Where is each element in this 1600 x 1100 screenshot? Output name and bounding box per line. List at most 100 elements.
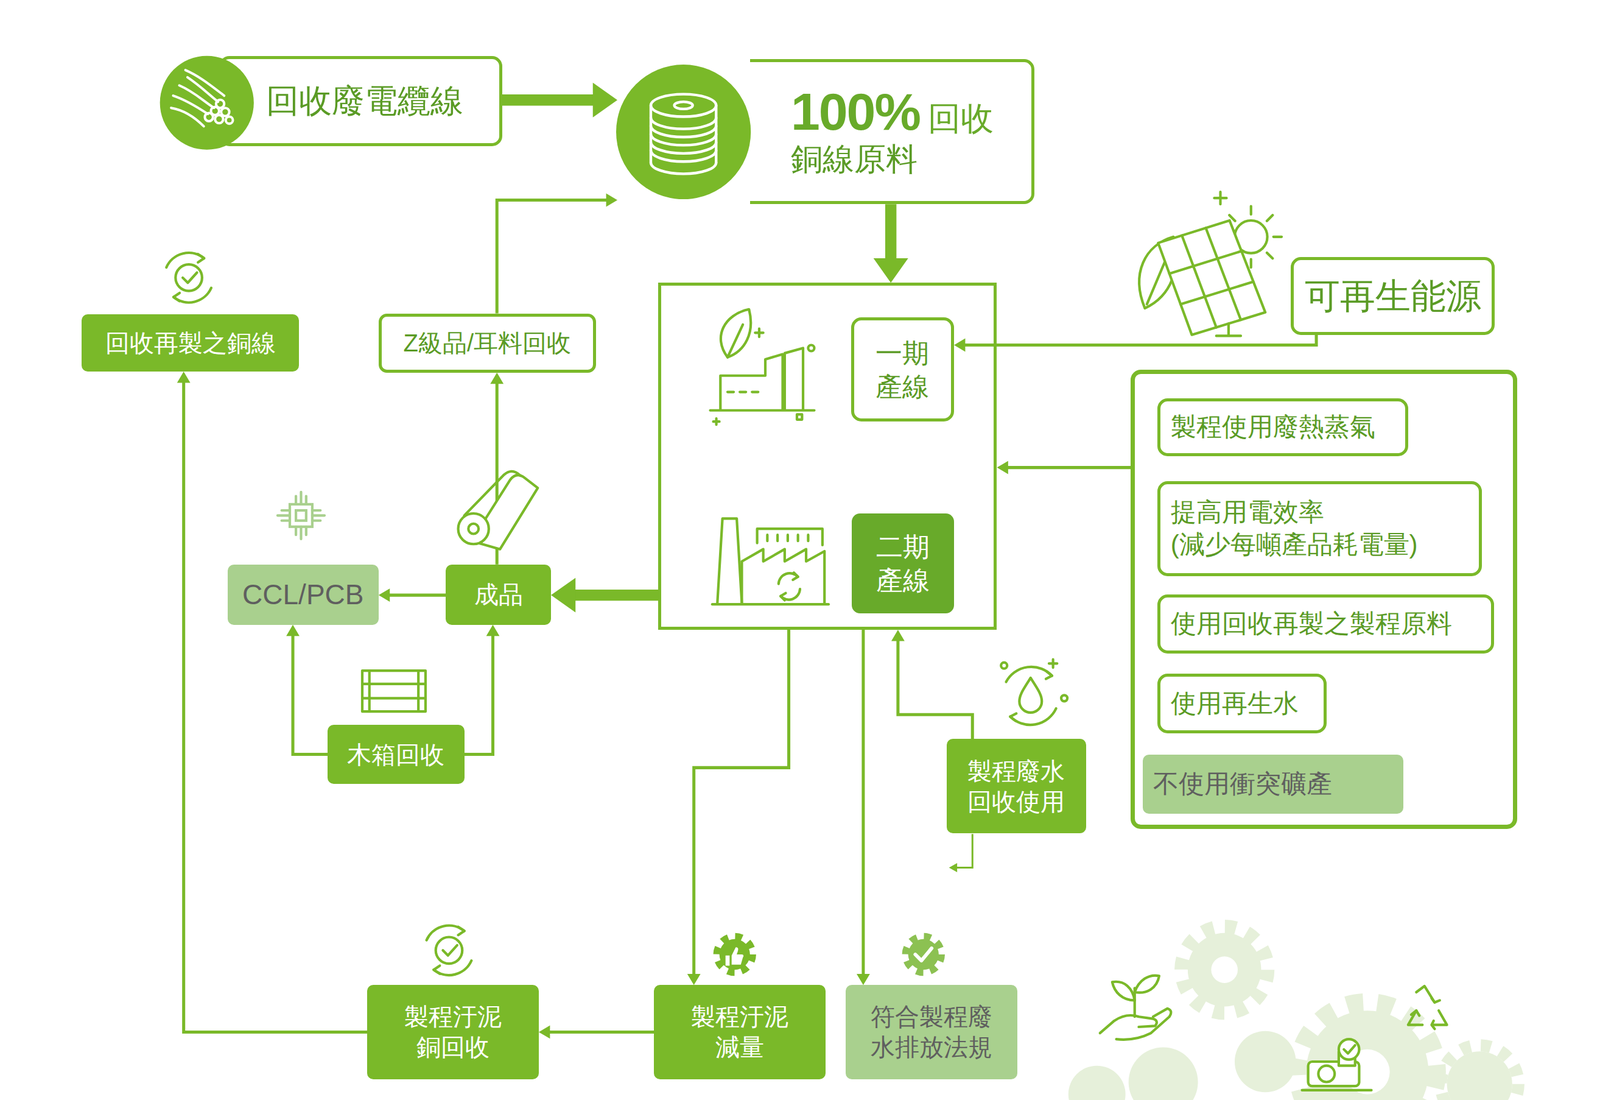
node-text: 成品: [474, 578, 523, 610]
measure-box: 提高用電效率 (減少每噸產品耗電量): [1157, 480, 1482, 576]
node-text: 銅線原料: [790, 139, 918, 179]
process-box: 木箱回收: [327, 724, 465, 784]
connector-line: [389, 593, 446, 597]
process-box: 製程汙泥 銅回收: [367, 984, 539, 1079]
node-text: 不使用衝突礦產: [1153, 767, 1333, 800]
water-cycle-icon: [1045, 671, 1053, 679]
crate-icon: [369, 670, 419, 712]
green-factory-icon: [710, 409, 815, 412]
node-text: 回收: [927, 98, 994, 140]
green-factory-icon: [727, 390, 758, 393]
connector-line: [549, 1030, 654, 1034]
green-factory-icon: [754, 328, 763, 337]
recycle-factory-icon: [778, 572, 799, 584]
cable-icon: [215, 115, 224, 123]
arrow-head: [856, 973, 871, 985]
connector-line: [183, 381, 368, 1032]
flow-arrow: [286, 624, 328, 755]
measure-box: 製程使用廢熱蒸氣: [1157, 398, 1409, 457]
recycle-factory-icon: [717, 518, 742, 603]
crate-icon: [362, 683, 426, 698]
recycle-factory-icon: [780, 588, 800, 600]
green-factory-icon: [796, 414, 802, 419]
gear-thumb-icon: [725, 946, 744, 965]
flow-arrow: [996, 460, 1131, 475]
arrow-head: [378, 588, 390, 602]
pale-gears: [1298, 1002, 1437, 1100]
flow-arrow: [378, 588, 447, 602]
solar-panel-icon: [1214, 191, 1227, 204]
cable-icon: [160, 56, 254, 150]
cable-icon: [158, 54, 256, 151]
connector-line: [1007, 465, 1131, 469]
arrow-head: [873, 258, 909, 283]
green-factory-icon: [727, 324, 743, 358]
water-cycle-icon: [1019, 677, 1042, 713]
recycle-check-icon: [173, 292, 180, 301]
cable-icon: [185, 70, 225, 97]
green-factory-icon: [710, 309, 815, 425]
recycle-factory-icon: [780, 592, 786, 601]
recycle-check-icon: [173, 287, 212, 303]
arrow-head: [286, 624, 300, 636]
measure-box: 使用再生水: [1157, 673, 1327, 733]
energy-box: 可再生能源: [1290, 256, 1495, 335]
roll-icon: [468, 523, 479, 534]
plant-frame: 一期 產線二期 產線: [658, 282, 997, 630]
hand-plant-icon: [1134, 975, 1160, 993]
connector-line: [574, 589, 659, 601]
connector-line: [861, 629, 865, 975]
recycle-icon: [1408, 1010, 1423, 1025]
solar-panel-icon: [1169, 227, 1254, 327]
spool-icon: [616, 64, 751, 200]
spool-icon: [650, 105, 716, 163]
recycle-check-icon: [458, 926, 465, 935]
spool-icon: [650, 161, 716, 173]
recycle-factory-icon: [792, 572, 798, 580]
cable-icon: [205, 113, 214, 122]
recycle-check-icon: [435, 936, 463, 964]
measure-box-grey: 不使用衝突礦產: [1142, 754, 1404, 814]
node-text: 製程廢水 回收使用: [960, 755, 1073, 817]
cable-icon: [171, 70, 234, 127]
product-box: 成品: [445, 564, 551, 625]
gear-check-icon: [908, 938, 939, 970]
node-text: 製程使用廢熱蒸氣: [1170, 410, 1376, 444]
line-box: 一期 產線: [851, 317, 955, 422]
solar-panel-icon: [1216, 323, 1241, 336]
measure-box: 使用回收再製之製程原料: [1157, 594, 1495, 654]
recycle-factory-icon: [712, 518, 829, 604]
water-cycle-icon: [1049, 659, 1057, 668]
compliance-box-grey: 符合製程廢 水排放法規: [845, 984, 1018, 1079]
recycle-icon: [1408, 985, 1448, 1029]
pale-gears: [1068, 1065, 1126, 1100]
node-text: 符合製程廢 水排放法規: [863, 1000, 1000, 1062]
outlet-bracket: [949, 862, 958, 872]
arrow-head: [177, 371, 191, 383]
pale-gears: [1440, 1044, 1518, 1100]
water-cycle-icon: [1006, 666, 1053, 682]
spool-icon: [674, 101, 693, 109]
recycle-factory-icon: [757, 528, 823, 545]
connector-line: [464, 635, 494, 754]
spool-icon: [650, 93, 716, 174]
node-text: 使用再生水: [1170, 687, 1299, 720]
gear-thumb-icon: [717, 936, 752, 972]
flow-arrow: [550, 577, 659, 613]
arrow-head: [687, 973, 701, 985]
connector-line: [496, 200, 607, 314]
crate-icon: [362, 670, 426, 712]
spool-icon: [650, 93, 716, 117]
flow-arrow: [538, 1025, 654, 1039]
connector-line: [898, 640, 973, 740]
recycle-check-icon: [166, 252, 204, 268]
pale-gears: [1210, 955, 1238, 983]
recycle-check-icon: [175, 264, 203, 292]
arrow-head: [538, 1025, 550, 1039]
green-factory-icon: [807, 344, 815, 351]
arrow-head: [606, 193, 618, 208]
connector-line: [694, 629, 790, 975]
spool-icon: [650, 125, 716, 137]
process-box: 製程廢水 回收使用: [946, 738, 1087, 833]
